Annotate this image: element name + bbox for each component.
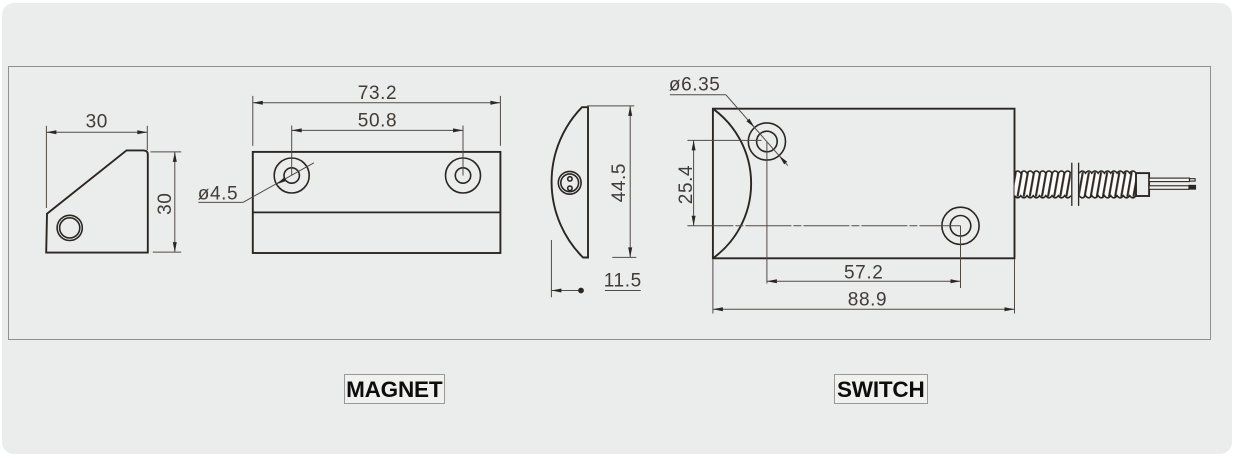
svg-text:11.5: 11.5 — [604, 271, 642, 292]
svg-text:ø4.5: ø4.5 — [198, 184, 238, 205]
svg-text:30: 30 — [155, 193, 176, 215]
svg-text:44.5: 44.5 — [609, 163, 630, 202]
svg-text:57.2: 57.2 — [844, 262, 883, 283]
svg-text:25.4: 25.4 — [676, 165, 697, 204]
svg-text:ø6.35: ø6.35 — [669, 75, 721, 96]
svg-text:88.9: 88.9 — [848, 290, 887, 311]
svg-text:30: 30 — [86, 112, 108, 133]
svg-text:50.8: 50.8 — [358, 111, 397, 132]
svg-text:73.2: 73.2 — [358, 83, 397, 104]
